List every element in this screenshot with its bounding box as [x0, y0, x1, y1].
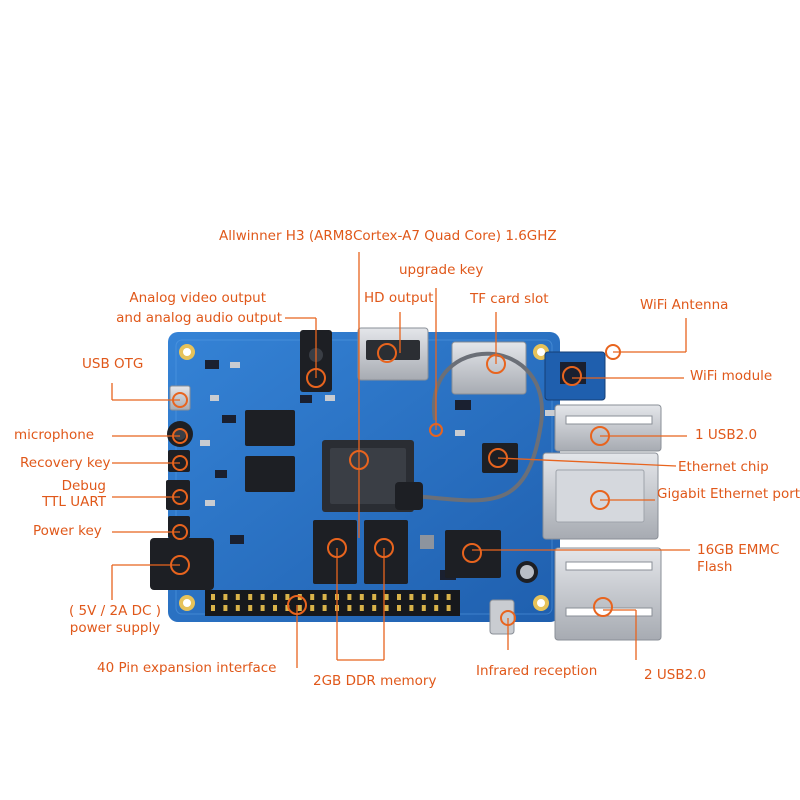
- gpio-pin: [434, 605, 439, 611]
- hdmi-port: [357, 327, 429, 381]
- gpio-pin: [409, 605, 414, 611]
- antenna-cable: [399, 351, 544, 503]
- label-microphone: microphone: [14, 427, 95, 443]
- gpio-pin: [310, 594, 315, 600]
- label-wifi-module: WiFi module: [690, 368, 773, 384]
- gpio-pin: [384, 605, 389, 611]
- gpio-pin: [397, 594, 401, 600]
- label-tf-card: TF card slot: [470, 291, 549, 307]
- gpio-pin: [446, 594, 451, 600]
- label-wifi-antenna: WiFi Antenna: [640, 297, 729, 313]
- gpio-pin: [421, 605, 426, 611]
- label-analog-av-1: Analog video output: [129, 290, 266, 306]
- gpio-pin: [248, 594, 253, 600]
- gpio-pin: [273, 605, 277, 611]
- label-infrared: Infrared reception: [476, 663, 598, 679]
- label-debug-1: Debug: [61, 478, 106, 494]
- gpio-pin: [434, 594, 439, 600]
- gpio-pin: [409, 594, 414, 600]
- gpio-pin: [285, 605, 290, 611]
- gpio-pin: [421, 594, 426, 600]
- gpio-pin: [285, 594, 290, 600]
- gpio-pin: [322, 594, 327, 600]
- gpio-pin: [211, 605, 215, 611]
- leader-lines: [111, 252, 690, 668]
- label-usb20-bottom: 2 USB2.0: [644, 667, 707, 683]
- label-power-2: power supply: [69, 620, 161, 636]
- label-power-1: ( 5V / 2A DC ): [68, 603, 161, 619]
- gpio-pin: [223, 605, 228, 611]
- label-recovery-key: Recovery key: [20, 455, 111, 471]
- gpio-pin: [347, 594, 352, 600]
- label-emmc-1: 16GB EMMC: [697, 542, 780, 558]
- label-usb20-top: 1 USB2.0: [695, 427, 758, 443]
- gpio-pin: [223, 594, 228, 600]
- label-cpu: Allwinner H3 (ARM8Cortex-A7 Quad Core) 1…: [219, 228, 557, 244]
- ddr-chips: [245, 410, 408, 584]
- gpio-pin: [372, 594, 377, 600]
- gpio-pin: [384, 594, 389, 600]
- gpio-pin: [273, 594, 277, 600]
- gpio-pin: [446, 605, 451, 611]
- label-upgrade-key: upgrade key: [399, 262, 484, 278]
- marker-circles: [170, 343, 621, 626]
- label-ethernet-chip: Ethernet chip: [678, 459, 769, 475]
- gpio-pin: [372, 605, 377, 611]
- gpio-pin: [297, 605, 302, 611]
- gpio-header: [205, 590, 460, 616]
- emmc-chip: [445, 530, 501, 578]
- label-power-key: Power key: [33, 523, 102, 539]
- label-gigabit-port: Gigabit Ethernet port: [657, 486, 800, 502]
- label-hd-output: HD output: [364, 290, 434, 306]
- label-analog-av-2: and analog audio output: [116, 310, 282, 326]
- gpio-pin: [260, 594, 265, 600]
- gpio-pin: [310, 605, 315, 611]
- usb-port-bottom: [554, 547, 662, 641]
- gpio-pin: [397, 605, 401, 611]
- gpio-pin: [248, 605, 253, 611]
- label-emmc-2: Flash: [697, 559, 733, 575]
- gpio-pin: [260, 605, 265, 611]
- label-debug-2: TTL UART: [42, 494, 106, 510]
- label-ddr: 2GB DDR memory: [313, 673, 437, 689]
- power-jack: [150, 538, 214, 590]
- usb-port-top: [554, 404, 662, 452]
- gpio-pin: [211, 594, 215, 600]
- gpio-pin: [322, 605, 327, 611]
- gpio-pin: [235, 594, 240, 600]
- ethernet-port: [542, 452, 659, 540]
- gpio-pin: [359, 605, 364, 611]
- label-usb-otg: USB OTG: [82, 356, 144, 372]
- gpio-pin: [359, 594, 364, 600]
- gpio-pin: [347, 605, 352, 611]
- gpio-pin: [235, 605, 240, 611]
- label-gpio: 40 Pin expansion interface: [97, 660, 277, 676]
